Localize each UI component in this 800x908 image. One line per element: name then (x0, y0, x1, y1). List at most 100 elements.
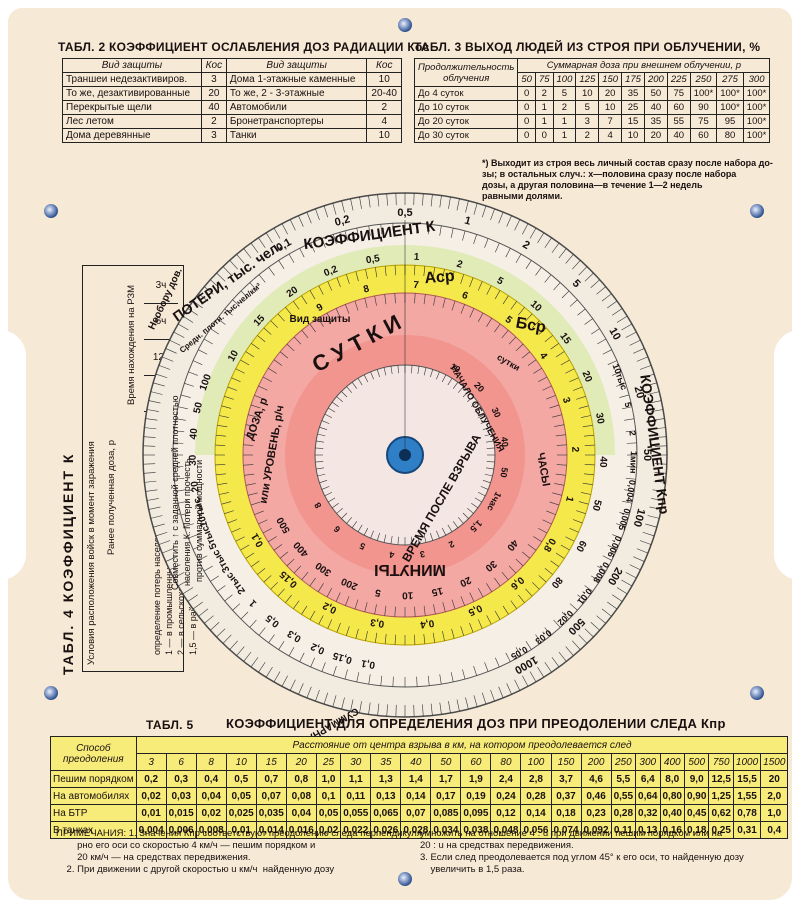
tab3-cell: 100* (742, 128, 771, 143)
tick-mark (560, 544, 570, 551)
tab4-time-header: 6ч (144, 305, 178, 340)
tick-mark (198, 293, 209, 302)
tick-mark (273, 544, 283, 551)
tick-mark (316, 440, 325, 443)
tick-mark (215, 444, 226, 446)
tick-mark (551, 242, 560, 253)
tick-mark (243, 248, 252, 259)
tick-mark (546, 395, 556, 400)
tick-mark (198, 555, 208, 561)
tab5-cell: 0,014 (255, 821, 287, 839)
tick-mark (374, 267, 378, 278)
tick-mark (144, 427, 157, 430)
tab5-cell: 0,028 (400, 821, 432, 839)
tab5-cell: 0,55 (610, 787, 637, 805)
tab5-cell: 0,048 (490, 821, 522, 839)
tick-mark (150, 515, 163, 519)
scale-label: 0,1 (360, 657, 376, 670)
tick-mark (192, 360, 203, 365)
tick-mark (203, 338, 213, 345)
tick-mark (538, 527, 548, 534)
tab4-instruction: населения К. Потери прочесть (182, 458, 192, 586)
scale-label: 5 (374, 586, 382, 598)
scale-label: 100 (198, 372, 214, 392)
tick-mark (477, 413, 486, 419)
tab5-distance-header: 150 (550, 753, 582, 771)
tick-mark (619, 512, 630, 516)
tick-mark (301, 571, 309, 581)
tick-mark (577, 594, 586, 602)
tab5-cell: 0,28 (610, 804, 637, 822)
tick-mark (265, 666, 273, 678)
scale-label: 5 (623, 401, 634, 408)
tick-mark (273, 227, 281, 239)
scale-label: 20 (189, 480, 202, 493)
tick-mark (629, 564, 641, 571)
tick-mark (460, 304, 465, 314)
tick-mark (245, 552, 255, 559)
tick-mark (174, 477, 185, 480)
tick-mark (612, 594, 623, 602)
tab5-cell: 0,24 (490, 787, 522, 805)
tick-mark (270, 582, 278, 590)
tick-mark (143, 436, 156, 438)
tick-mark (210, 279, 220, 288)
tick-mark (442, 631, 445, 641)
tick-mark (460, 596, 465, 606)
tick-mark (368, 674, 371, 685)
tick-mark (346, 517, 352, 524)
tab5-cell: 0,07 (400, 804, 432, 822)
tick-mark (394, 265, 396, 276)
tick-mark (254, 395, 264, 400)
dial-group[interactable]: 0,10,20,512510205010020050010001015200,2… (142, 192, 673, 779)
tick-mark (198, 608, 209, 617)
tick-mark (344, 230, 348, 241)
tick-mark (525, 260, 532, 269)
scale-label: 0,2 (309, 640, 327, 656)
tab5-distance-header: 1000 (732, 753, 762, 771)
tick-mark (591, 328, 600, 335)
tab5-cell: 0,01 (135, 804, 167, 822)
tick-mark (441, 527, 447, 536)
tick-mark (411, 536, 413, 545)
tick-mark (651, 498, 664, 501)
tick-mark (423, 534, 427, 543)
tab5-cell: 2,0 (760, 787, 789, 805)
tick-mark (268, 267, 275, 276)
tick-mark (148, 400, 161, 404)
right-upper-rivet (750, 204, 764, 218)
tick-mark (309, 610, 316, 620)
scale-label: 6 (460, 290, 469, 302)
tab5-cell: 1,0 (315, 770, 342, 788)
tick-mark (155, 373, 168, 379)
tick-mark (289, 679, 296, 691)
tab3-table: Продолжительность облучения Суммарная до… (413, 58, 771, 143)
tick-mark (502, 295, 509, 305)
tick-mark (427, 224, 430, 235)
tick-mark (327, 619, 333, 629)
tick-mark (447, 378, 453, 386)
tick-mark (153, 382, 165, 387)
tick-mark (486, 318, 493, 327)
tick-mark (315, 447, 324, 449)
tab5-distance-header: 6 (165, 753, 197, 771)
tick-mark (257, 335, 266, 342)
tick-mark (414, 293, 416, 304)
tick-mark (258, 627, 266, 636)
scale-label: 4 (537, 351, 549, 362)
tick-mark (506, 683, 512, 695)
tick-mark (527, 359, 537, 366)
tick-mark (494, 323, 501, 333)
tab2-cell-name: Дома деревянные (62, 128, 202, 143)
scale-label: 0,5 (397, 207, 412, 219)
tick-mark (192, 601, 203, 610)
tick-mark (474, 497, 482, 503)
tick-mark (621, 579, 633, 587)
tab5-note-right: умножить на отношение 4 : u при движении… (420, 828, 744, 875)
tick-mark (224, 510, 234, 514)
tab5-cell: 0,32 (635, 804, 661, 822)
tick-mark (518, 307, 525, 316)
tick-mark (482, 426, 491, 430)
tab5-cell: 9,0 (683, 770, 710, 788)
